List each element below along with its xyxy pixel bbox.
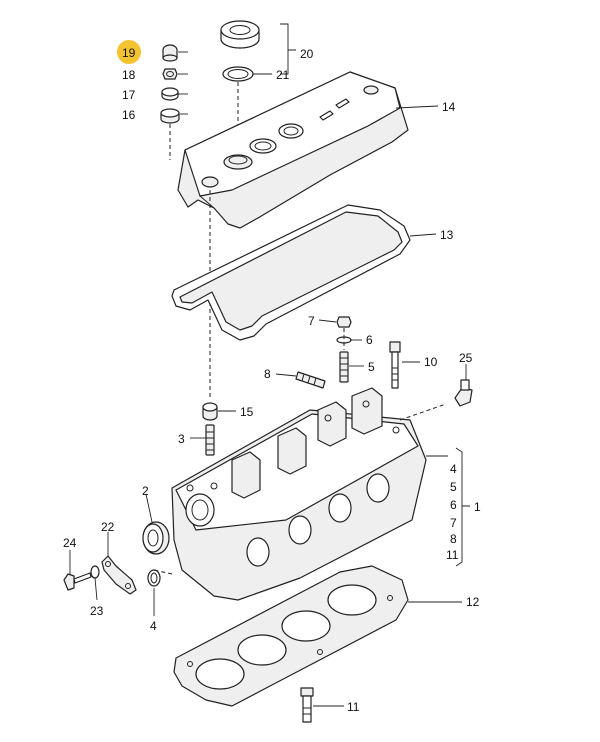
bolt-24[interactable]	[63, 572, 92, 591]
label-7[interactable]: 7	[308, 314, 315, 328]
label-12[interactable]: 12	[466, 595, 480, 609]
stud-3[interactable]	[205, 424, 215, 456]
group1-label-11[interactable]: 11	[446, 548, 459, 562]
cap-seal-ring[interactable]	[222, 66, 254, 82]
stud-8[interactable]	[295, 371, 326, 389]
bolt-11[interactable]	[300, 687, 314, 723]
label-17[interactable]: 17	[122, 88, 136, 102]
label-6[interactable]: 6	[366, 333, 373, 347]
nut-7[interactable]	[336, 316, 352, 328]
valve-cover-gasket[interactable]	[171, 204, 411, 341]
valve-cover[interactable]	[177, 71, 409, 229]
washer-23[interactable]	[90, 565, 100, 579]
cylinder-head[interactable]	[171, 387, 427, 601]
label-23[interactable]: 23	[90, 604, 104, 618]
label-1[interactable]: 1	[474, 500, 481, 514]
part-labels: 19 18 17 16 20 21 14 13 7 6 5 10 8 25 15…	[63, 46, 481, 714]
group1-label-7[interactable]: 7	[450, 516, 457, 530]
label-8[interactable]: 8	[264, 367, 271, 381]
leader-lines	[69, 23, 470, 707]
label-19[interactable]: 19	[122, 46, 136, 60]
seal-2[interactable]	[142, 521, 170, 555]
washer-17[interactable]	[161, 87, 179, 101]
head-gasket[interactable]	[173, 565, 409, 707]
label-14[interactable]: 14	[442, 100, 456, 114]
label-24[interactable]: 24	[63, 536, 77, 550]
label-2[interactable]: 2	[142, 484, 149, 498]
label-3[interactable]: 3	[178, 432, 185, 446]
grommet-16[interactable]	[160, 108, 180, 124]
hex-nut-18[interactable]	[162, 68, 178, 80]
label-18[interactable]: 18	[122, 68, 136, 82]
group1-label-5[interactable]: 5	[450, 480, 457, 494]
label-22[interactable]: 22	[101, 520, 115, 534]
label-21[interactable]: 21	[276, 68, 290, 82]
cap-nut-19[interactable]	[162, 44, 178, 62]
label-13[interactable]: 13	[440, 228, 454, 242]
label-5[interactable]: 5	[368, 360, 375, 374]
plug-25[interactable]	[454, 379, 473, 407]
oil-filler-cap[interactable]	[220, 20, 260, 49]
label-10[interactable]: 10	[424, 355, 438, 369]
stud-5[interactable]	[339, 351, 349, 383]
seal-ring-4[interactable]	[147, 569, 161, 587]
group1-label-4[interactable]: 4	[450, 462, 457, 476]
group1-label-6[interactable]: 6	[450, 498, 457, 512]
seal-15[interactable]	[202, 402, 218, 421]
group1-label-8[interactable]: 8	[450, 532, 457, 546]
label-15[interactable]: 15	[240, 405, 254, 419]
bolt-10[interactable]	[389, 341, 401, 389]
label-20[interactable]: 20	[300, 47, 314, 61]
label-4[interactable]: 4	[150, 619, 157, 633]
label-16[interactable]: 16	[122, 108, 136, 122]
label-25[interactable]: 25	[459, 351, 473, 365]
label-11[interactable]: 11	[347, 700, 360, 714]
highlight-marker	[117, 40, 141, 64]
bracket-22[interactable]	[101, 555, 137, 595]
